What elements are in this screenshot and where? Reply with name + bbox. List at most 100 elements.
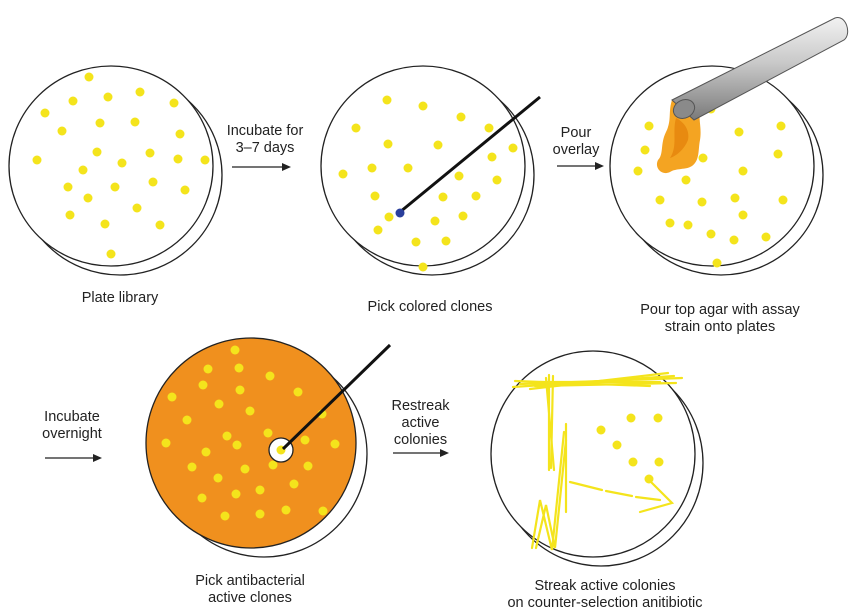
colony-dot bbox=[264, 429, 273, 438]
colony-dot bbox=[684, 221, 693, 230]
colony-dot bbox=[294, 388, 303, 397]
colony-dot bbox=[221, 512, 230, 521]
colony-dot bbox=[774, 150, 783, 159]
colony-dot bbox=[352, 124, 361, 133]
colony-dot bbox=[215, 400, 224, 409]
colony-dot bbox=[33, 156, 42, 165]
arrow-restreak bbox=[393, 449, 449, 457]
colony-dot bbox=[233, 441, 242, 450]
colony-dot bbox=[146, 149, 155, 158]
colony-dot bbox=[597, 426, 606, 435]
colony-dot bbox=[629, 458, 638, 467]
colony-dot bbox=[107, 250, 116, 259]
colony-dot bbox=[331, 440, 340, 449]
colony-dot bbox=[412, 238, 421, 247]
colony-dot bbox=[762, 233, 771, 242]
colony-dot bbox=[627, 414, 636, 423]
colony-dot bbox=[319, 507, 328, 516]
label-streak-active-colonies: Streak active colonies on counter-select… bbox=[485, 578, 725, 612]
colony-dot bbox=[198, 494, 207, 503]
colony-dot bbox=[779, 196, 788, 205]
label-line: Restreak bbox=[383, 398, 458, 415]
colony-dot bbox=[645, 122, 654, 131]
colony-dot bbox=[256, 486, 265, 495]
arrow-incubate-3-7 bbox=[232, 163, 291, 171]
colony-dot bbox=[133, 204, 142, 213]
colony-dot bbox=[404, 164, 413, 173]
colony-dot bbox=[236, 386, 245, 395]
colony-dot bbox=[645, 475, 654, 484]
colony-dot bbox=[457, 113, 466, 122]
colony-dot bbox=[682, 176, 691, 185]
label-line: overlay bbox=[546, 142, 606, 159]
colony-dot bbox=[455, 172, 464, 181]
colony-dot bbox=[493, 176, 502, 185]
colony-dot bbox=[301, 436, 310, 445]
colony-dot bbox=[269, 461, 278, 470]
colony-dot bbox=[282, 506, 291, 515]
colony-dot bbox=[58, 127, 67, 136]
colony-dot bbox=[730, 236, 739, 245]
label-line: Pour bbox=[546, 125, 606, 142]
colony-dot bbox=[131, 118, 140, 127]
arrow-incubate-overnight bbox=[45, 454, 102, 462]
label-line: active clones bbox=[175, 590, 325, 607]
colony-dot bbox=[69, 97, 78, 106]
colony-dot bbox=[666, 219, 675, 228]
colony-dot bbox=[634, 167, 643, 176]
colony-dot bbox=[735, 128, 744, 137]
label-line: active bbox=[383, 415, 458, 432]
colony-dot bbox=[41, 109, 50, 118]
colony-dot bbox=[613, 441, 622, 450]
colony-dot bbox=[235, 364, 244, 373]
colony-dot bbox=[118, 159, 127, 168]
colony-dot bbox=[241, 465, 250, 474]
label-pour-overlay: Pour overlay bbox=[546, 125, 606, 159]
label-pour-top-agar: Pour top agar with assay strain onto pla… bbox=[625, 302, 815, 336]
colony-dot bbox=[214, 474, 223, 483]
plate-streak bbox=[491, 351, 703, 566]
colony-dot bbox=[739, 211, 748, 220]
label-line: 3–7 days bbox=[225, 140, 305, 157]
colony-dot bbox=[739, 167, 748, 176]
colony-dot bbox=[368, 164, 377, 173]
colony-dot bbox=[101, 220, 110, 229]
colony-dot bbox=[419, 263, 428, 272]
colony-dot bbox=[699, 154, 708, 163]
colony-dot bbox=[136, 88, 145, 97]
colony-dot bbox=[79, 166, 88, 175]
colony-dot bbox=[434, 141, 443, 150]
colony-dot bbox=[156, 221, 165, 230]
colony-dot bbox=[231, 346, 240, 355]
colony-dot bbox=[201, 156, 210, 165]
colony-dot bbox=[246, 407, 255, 416]
colony-dot bbox=[383, 96, 392, 105]
colony-dot bbox=[174, 155, 183, 164]
label-line: Incubate bbox=[32, 409, 112, 426]
colony-dot bbox=[111, 183, 120, 192]
colony-dot bbox=[84, 194, 93, 203]
colony-dot bbox=[472, 192, 481, 201]
colony-dot bbox=[707, 230, 716, 239]
colony-dot bbox=[371, 192, 380, 201]
label-line: overnight bbox=[32, 426, 112, 443]
label-restreak-active-colonies: Restreak active colonies bbox=[383, 398, 458, 449]
picked-colony bbox=[396, 209, 405, 218]
colony-dot bbox=[64, 183, 73, 192]
label-pick-antibacterial: Pick antibacterial active clones bbox=[175, 573, 325, 607]
plate-pick-colored bbox=[321, 66, 540, 275]
label-line: strain onto plates bbox=[625, 319, 815, 336]
label-plate-library: Plate library bbox=[60, 290, 180, 307]
colony-dot bbox=[168, 393, 177, 402]
label-line: Incubate for bbox=[225, 123, 305, 140]
colony-dot bbox=[96, 119, 105, 128]
plate-antibacterial bbox=[146, 338, 390, 557]
colony-dot bbox=[431, 217, 440, 226]
colony-dot bbox=[176, 130, 185, 139]
colony-dot bbox=[384, 140, 393, 149]
colony-dot bbox=[713, 259, 722, 268]
colony-dot bbox=[93, 148, 102, 157]
colony-dot bbox=[485, 124, 494, 133]
colony-dot bbox=[202, 448, 211, 457]
colony-dot bbox=[183, 416, 192, 425]
